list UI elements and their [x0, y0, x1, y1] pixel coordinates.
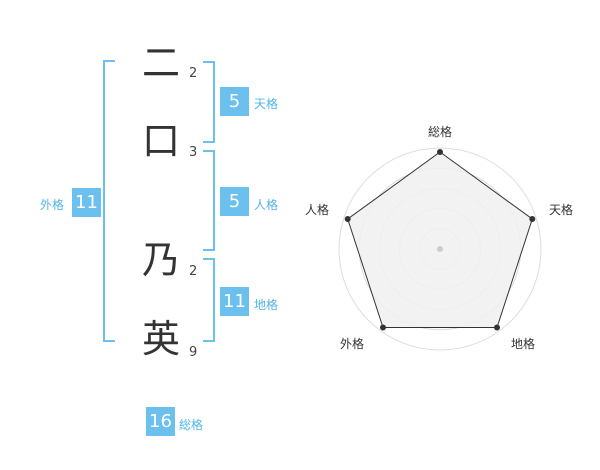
radar-polygon [347, 151, 533, 328]
radar-label-gaikaku: 外格 [340, 337, 365, 351]
stroke-count-4: 9 [189, 345, 198, 360]
stroke-count-3: 2 [189, 264, 198, 279]
tenkaku-badge: 5 [220, 87, 249, 116]
radar-point [437, 149, 443, 155]
gaikaku-badge: 11 [72, 188, 101, 217]
soukaku-badge: 16 [146, 407, 175, 436]
radar-center-dot [437, 246, 443, 252]
jinkaku-bracket [203, 150, 215, 251]
stroke-count-1: 2 [189, 66, 198, 81]
radar-point [344, 216, 351, 222]
tenkaku-bracket [203, 61, 215, 143]
chikaku-badge: 11 [220, 287, 249, 316]
radar-point [380, 324, 386, 331]
radar-point [494, 324, 500, 331]
radar-points [344, 149, 536, 331]
chikaku-label: 地格 [254, 298, 279, 312]
radar-point [529, 216, 536, 222]
name-char-2: 口 [142, 119, 181, 163]
jinkaku-badge: 5 [220, 187, 249, 216]
tenkaku-label: 天格 [254, 97, 279, 111]
gaikaku-bracket [103, 60, 115, 342]
chikaku-bracket [203, 258, 215, 342]
soukaku-label: 総格 [179, 418, 204, 432]
radar-label-jinkaku: 人格 [305, 203, 330, 217]
radar-chart [338, 147, 542, 351]
radar-label-chikaku: 地格 [511, 337, 536, 351]
name-char-1: 二 [142, 41, 181, 85]
radar-ring [338, 147, 542, 351]
name-char-3: 乃 [142, 238, 181, 282]
name-char-4: 英 [142, 317, 181, 361]
jinkaku-label: 人格 [254, 198, 279, 212]
gaikaku-label: 外格 [40, 198, 65, 212]
stroke-count-2: 3 [189, 145, 198, 160]
radar-label-soukaku: 総格 [428, 125, 453, 139]
radar-label-tenkaku: 天格 [549, 203, 574, 217]
